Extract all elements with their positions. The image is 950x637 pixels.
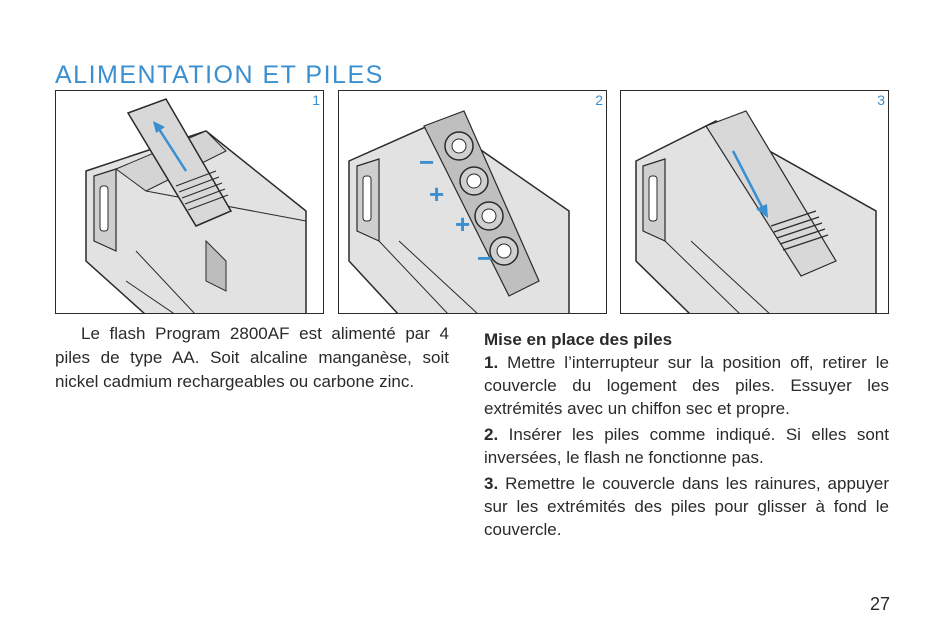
step-1: 1. Mettre l’interrupteur sur la position… xyxy=(484,351,889,420)
figure-3: 3 xyxy=(620,90,889,314)
minus-icon: − xyxy=(419,147,434,177)
plus-icon: + xyxy=(429,179,444,209)
flash-cover-removal-illustration xyxy=(85,98,307,313)
cover-replacement-illustration xyxy=(635,110,877,313)
step-number: 3. xyxy=(484,474,499,493)
battery-insertion-illustration: − + + − xyxy=(348,110,570,313)
step-text: Mettre l’interrupteur sur la position of… xyxy=(484,353,889,418)
page-number: 27 xyxy=(870,594,891,614)
figure-2: − + + − 2 xyxy=(338,90,607,314)
arrow-down-icon xyxy=(731,150,765,210)
arrow-up-icon xyxy=(157,128,188,172)
figure-number: 2 xyxy=(595,92,603,108)
minus-icon: − xyxy=(477,243,492,273)
step-number: 1. xyxy=(484,353,499,372)
plus-icon: + xyxy=(455,209,470,239)
page-title: ALIMENTATION ET PILES xyxy=(55,60,384,89)
figure-number: 1 xyxy=(312,92,320,108)
step-text: Insérer les piles comme indiqué. Si elle… xyxy=(484,425,889,467)
figure-number: 3 xyxy=(877,92,885,108)
intro-paragraph: Le flash Program 2800AF est alimenté par… xyxy=(55,324,449,391)
step-text: Remettre le couvercle dans les rainures,… xyxy=(484,474,889,539)
step-3: 3. Remettre le couvercle dans les rainur… xyxy=(484,472,889,541)
section-title: Mise en place des piles xyxy=(484,330,673,349)
figure-1: 1 xyxy=(55,90,324,314)
battery-instructions: Mise en place des piles 1. Mettre l’inte… xyxy=(484,328,889,544)
step-2: 2. Insérer les piles comme indiqué. Si e… xyxy=(484,423,889,469)
step-number: 2. xyxy=(484,425,499,444)
